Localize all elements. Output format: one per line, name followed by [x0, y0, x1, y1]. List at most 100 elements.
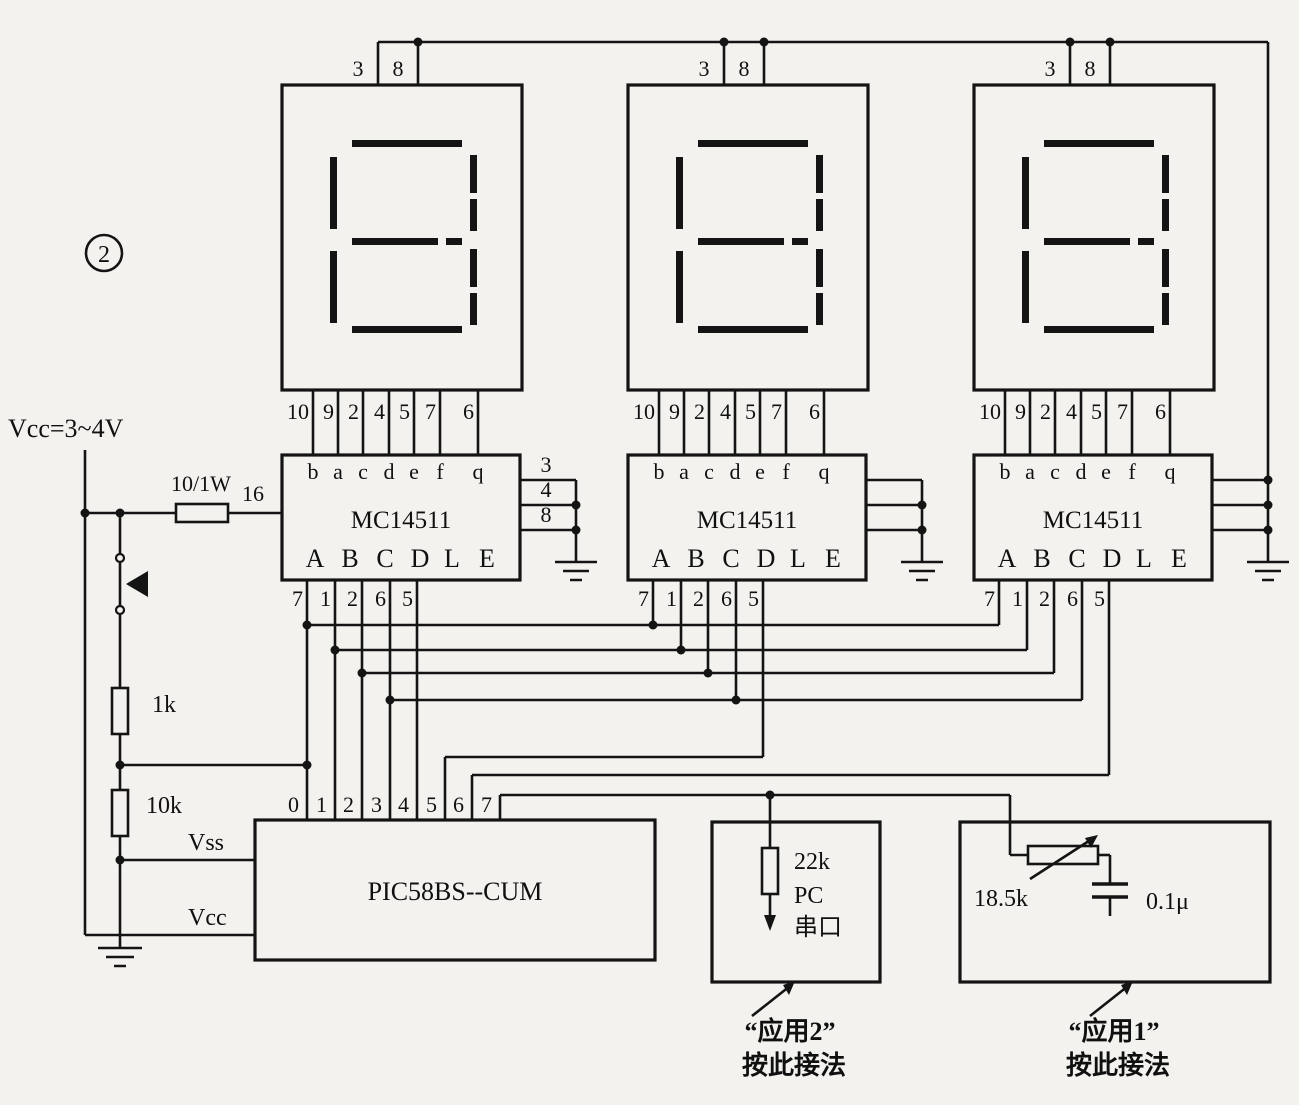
ground-symbol — [98, 946, 142, 968]
chip-1-ground-pins: 3 4 8 — [520, 452, 597, 582]
app1-caption-title: “应用1” — [1068, 1016, 1159, 1046]
chip-pin-label: 2 — [693, 586, 704, 611]
chip-name: MC14511 — [1043, 507, 1143, 534]
mcu-pin-label: 5 — [426, 792, 437, 817]
display-pin-label: 9 — [1015, 399, 1026, 424]
chip-input-label: e — [409, 459, 419, 484]
pulldown-resistor-label: 10k — [146, 793, 182, 819]
mcu-pin-label: 0 — [288, 792, 299, 817]
pulldown-resistor-symbol — [110, 788, 130, 838]
display-pin-label: 3 — [1045, 56, 1056, 81]
mcu-pin-label: 3 — [371, 792, 382, 817]
chip-2-ground-pins — [866, 478, 943, 582]
display-pin-label: 10 — [633, 399, 655, 424]
ground-symbol — [555, 560, 597, 582]
switch-terminal — [114, 604, 126, 616]
variable-resistor-arrowhead — [1085, 835, 1098, 848]
chip-supply-pin-label: 16 — [242, 481, 264, 506]
chip-output-label: C — [376, 544, 393, 573]
pullup-resistor-label: 1k — [152, 692, 176, 718]
display-pin-label: 5 — [745, 399, 756, 424]
display-pin-label: 2 — [348, 399, 359, 424]
junction-dots — [80, 37, 1273, 865]
display-pin-label: 9 — [669, 399, 680, 424]
chip-output-label: B — [341, 544, 358, 573]
pullup-resistor-symbol — [110, 686, 130, 736]
chip-pin-label: 8 — [541, 502, 552, 527]
chip-input-label: e — [755, 459, 765, 484]
chip-pin-label: 1 — [1012, 586, 1023, 611]
seven-segment-display-1: 3 8 10 9 2 4 5 7 6 — [280, 42, 524, 455]
display-pin-label: 6 — [809, 399, 820, 424]
display-pin-label: 9 — [323, 399, 334, 424]
display-pin-label: 4 — [374, 399, 385, 424]
chip-input-label: d — [384, 459, 395, 484]
decoder-chip-3: b a c d e f q MC14511 A B C D L E 7 1 2 … — [972, 453, 1214, 611]
chip-input-label: b — [1000, 459, 1011, 484]
app2-caption-title: “应用2” — [744, 1016, 835, 1046]
chip-input-label: e — [1101, 459, 1111, 484]
chip-input-label: f — [782, 459, 790, 484]
seven-segment-display-2: 3 8 10 9 2 4 5 7 6 — [626, 42, 870, 455]
chip-input-label: c — [1050, 459, 1060, 484]
chip-output-label: B — [1033, 544, 1050, 573]
chip-pin-label: 2 — [1039, 586, 1050, 611]
application-2-box: 22k PC 串口 — [710, 820, 882, 984]
mcu-pin-label: 2 — [343, 792, 354, 817]
chip-output-label: E — [825, 544, 841, 573]
power-section: Vcc=3~4V 10/1W 16 1k 10k Vss Vcc — [8, 414, 307, 968]
chip-output-label: D — [1103, 544, 1122, 573]
mcu-pin-label: 7 — [481, 792, 492, 817]
decoder-chip-1: b a c d e f q MC14511 A B C D L E 7 1 2 … — [280, 453, 522, 611]
chip-pin-label: 2 — [347, 586, 358, 611]
chip-output-label: E — [479, 544, 495, 573]
chip-pin-label: 3 — [541, 452, 552, 477]
mcu-name: PIC58BS--CUM — [368, 877, 543, 906]
pointer-arrowhead — [783, 981, 795, 995]
ground-symbol — [901, 560, 943, 582]
down-arrow — [764, 915, 776, 931]
chip-input-label: b — [308, 459, 319, 484]
chip-input-label: b — [654, 459, 665, 484]
mcu-pin-label: 4 — [398, 792, 409, 817]
chip-output-label: L — [790, 544, 806, 573]
vss-label: Vss — [188, 830, 224, 856]
chip-pin-label: 6 — [721, 586, 732, 611]
chip-name: MC14511 — [351, 507, 451, 534]
chip-output-label: L — [1136, 544, 1152, 573]
display-pin-label: 7 — [425, 399, 436, 424]
display-pin-label: 2 — [694, 399, 705, 424]
chip-output-label: A — [306, 544, 325, 573]
mcu-pin-label: 6 — [453, 792, 464, 817]
wiring-harness — [305, 580, 1111, 855]
chip-pin-label: 5 — [748, 586, 759, 611]
display-pin-label: 6 — [1155, 399, 1166, 424]
app2-resistor-label: 22k — [794, 849, 830, 875]
chip-input-label: q — [1165, 459, 1176, 484]
chip-output-label: B — [687, 544, 704, 573]
display-pin-label: 7 — [771, 399, 782, 424]
app1-capacitor-label: 0.1μ — [1146, 889, 1189, 915]
app2-line2: 串口 — [794, 914, 842, 941]
display-pin-label: 7 — [1117, 399, 1128, 424]
decoder-chip-2: b a c d e f q MC14511 A B C D L E 7 1 2 … — [626, 453, 868, 611]
chip-pin-label: 5 — [402, 586, 413, 611]
display-pin-label: 6 — [463, 399, 474, 424]
chip-pin-label: 4 — [541, 477, 552, 502]
chip-input-label: q — [473, 459, 484, 484]
app1-resistor-label: 18.5k — [974, 886, 1028, 912]
chip-pin-label: 7 — [984, 586, 995, 611]
display-pin-label: 10 — [287, 399, 309, 424]
app2-caption-sub: 按此接法 — [742, 1050, 846, 1080]
series-resistor-label: 10/1W — [171, 471, 231, 496]
chip-output-label: A — [652, 544, 671, 573]
chip-pin-label: 6 — [375, 586, 386, 611]
chip-pin-label: 1 — [666, 586, 677, 611]
application-1-box: 18.5k 0.1μ — [958, 820, 1272, 984]
chip-output-label: A — [998, 544, 1017, 573]
chip-input-label: d — [730, 459, 741, 484]
display-pin-label: 8 — [739, 56, 750, 81]
display-pin-label: 5 — [1091, 399, 1102, 424]
vcc-label: Vcc — [188, 905, 227, 931]
